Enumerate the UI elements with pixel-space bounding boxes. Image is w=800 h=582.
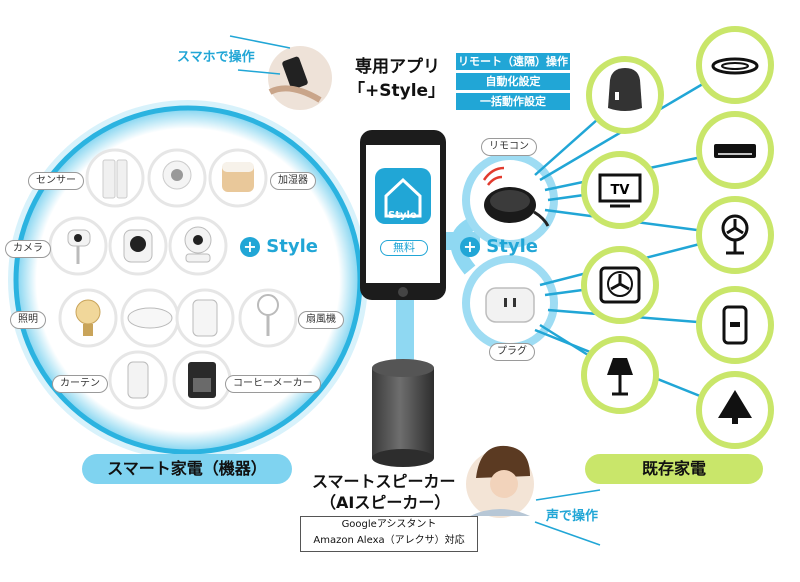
feature-batch: 一括動作設定 xyxy=(456,93,570,110)
pointer-lines xyxy=(229,35,601,546)
label-plug: プラグ xyxy=(489,343,535,361)
brand-style-word: Style xyxy=(486,236,538,257)
box-fan-icon xyxy=(599,266,641,304)
smartphone-operation-label: スマホで操作 xyxy=(177,50,255,65)
smart-speaker-device-icon xyxy=(608,68,642,111)
ceiling-light-icon xyxy=(711,57,759,75)
label-fan: 扇風機 xyxy=(298,311,344,329)
assistant-alexa: Amazon Alexa（アレクサ）対応 xyxy=(313,535,465,546)
label-curtain: カーテン xyxy=(52,375,108,393)
brand-plus-icon: + xyxy=(240,237,260,257)
smartphone-icon xyxy=(360,130,446,300)
smart-devices-bar: スマート家電（機器） xyxy=(82,454,292,484)
assistant-google: Googleアシスタント xyxy=(341,519,437,530)
label-coffee-maker: コーヒーメーカー xyxy=(225,375,321,393)
label-camera: カメラ xyxy=(5,240,51,258)
feature-automation: 自動化設定 xyxy=(456,73,570,90)
brand-style-right: + Style xyxy=(460,236,538,257)
app-title-line1: 専用アプリ xyxy=(355,57,440,77)
existing-devices-bar: 既存家電 xyxy=(585,454,763,484)
ir-remote-device-icon xyxy=(482,166,550,227)
smart-device-thumbnails xyxy=(48,148,298,410)
smartphone-user-photo xyxy=(268,46,332,110)
app-icon-text: Style xyxy=(388,210,417,221)
app-free-badge: 無料 xyxy=(380,240,428,256)
voice-user-photo xyxy=(466,445,534,518)
app-title-line2: 「+Style」 xyxy=(348,81,446,101)
label-humidifier: 加湿器 xyxy=(270,172,316,190)
svg-text:TV: TV xyxy=(611,183,630,198)
label-lighting: 照明 xyxy=(10,311,46,329)
label-remote: リモコン xyxy=(481,138,537,156)
fan-icon xyxy=(721,214,749,255)
speaker-title-line1: スマートスピーカー xyxy=(312,472,456,491)
label-sensor: センサー xyxy=(28,172,84,190)
brand-plus-icon: + xyxy=(460,237,480,257)
existing-appliance-circles xyxy=(581,26,774,449)
speaker-title-line2: （AIスピーカー） xyxy=(320,493,451,512)
assistant-support-box: Googleアシスタント Amazon Alexa（アレクサ）対応 xyxy=(300,516,478,552)
feature-remote: リモート（遠隔）操作 xyxy=(456,53,570,70)
mobile-battery-icon xyxy=(722,305,748,345)
christmas-tree-icon xyxy=(718,390,752,424)
brand-style-left: + Style xyxy=(240,236,318,257)
air-conditioner-icon xyxy=(714,144,756,158)
floor-lamp-icon xyxy=(607,358,633,396)
smart-speaker-icon xyxy=(372,359,434,467)
voice-operation-label: 声で操作 xyxy=(546,509,599,524)
tv-icon: TV xyxy=(598,173,642,208)
brand-style-word: Style xyxy=(266,236,318,257)
smart-plug-device-icon xyxy=(485,287,535,323)
